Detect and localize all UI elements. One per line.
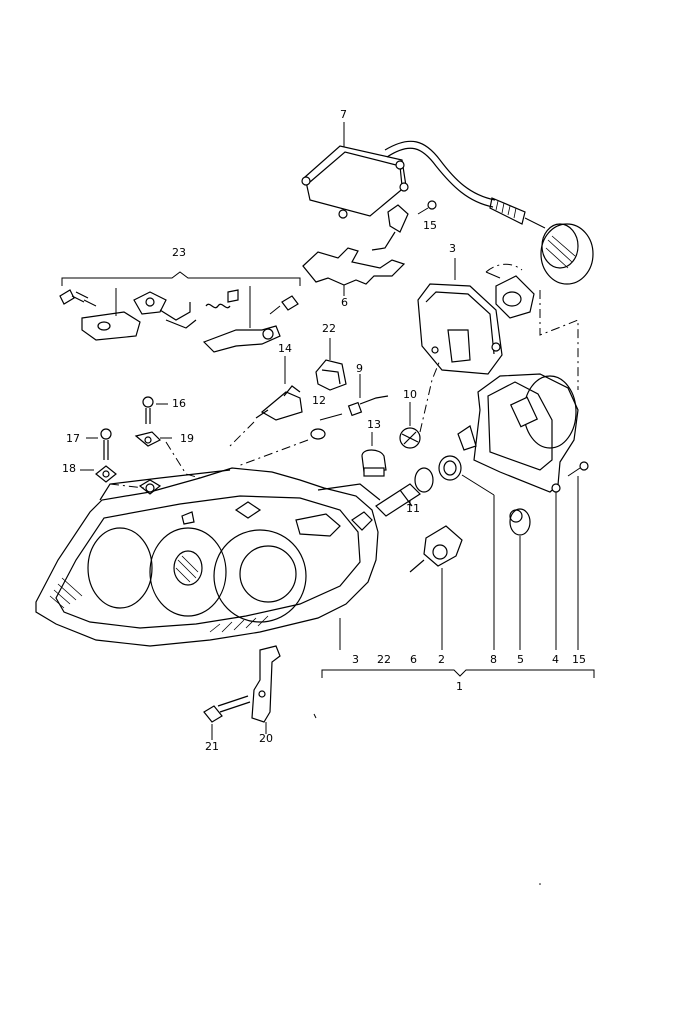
bulb-part-2	[409, 525, 463, 650]
label-group-6: 6	[410, 653, 417, 666]
bracket-part-20	[251, 645, 281, 734]
label-21: 21	[205, 740, 219, 753]
actuator-assembly	[485, 263, 579, 390]
headlamp-body	[35, 467, 381, 650]
tick-mark	[313, 713, 317, 719]
cap-part-5	[509, 508, 531, 650]
label-7: 7	[340, 108, 347, 121]
bracket-part-6-top	[302, 247, 406, 296]
label-23: 23	[172, 246, 186, 259]
label-14: 14	[278, 342, 292, 355]
bulb-part-12	[237, 428, 326, 467]
bulb-holder-part-22	[315, 338, 347, 391]
adjustment-kit-part-23	[59, 271, 301, 353]
bulb-part-11	[375, 467, 434, 517]
label-17: 17	[66, 432, 80, 445]
nut-part-18	[80, 465, 117, 483]
rear-housing-part-4	[473, 373, 579, 650]
label-15-top: 15	[423, 219, 437, 232]
label-19: 19	[180, 432, 194, 445]
control-unit-part-7	[301, 122, 594, 285]
screw-part-15-right	[567, 461, 589, 650]
label-group-4: 4	[552, 653, 559, 666]
socket-part-10	[399, 359, 441, 449]
dashline-fasteners	[165, 441, 201, 479]
label-16: 16	[172, 397, 186, 410]
label-group-3: 3	[352, 653, 359, 666]
label-group-2: 2	[438, 653, 445, 666]
label-22-top: 22	[322, 322, 336, 335]
label-10: 10	[403, 388, 417, 401]
label-3-top: 3	[449, 242, 456, 255]
label-group-15: 15	[572, 653, 586, 666]
label-9: 9	[356, 362, 363, 375]
ring-part-8	[438, 425, 495, 650]
label-6-top: 6	[341, 296, 348, 309]
label-13: 13	[367, 418, 381, 431]
screw-part-16	[142, 396, 168, 424]
screw-part-21	[203, 695, 251, 740]
bulb-part-9	[319, 374, 389, 421]
dashline-nut	[109, 483, 145, 489]
label-20: 20	[259, 732, 273, 745]
housing-cover-part-3	[417, 258, 503, 375]
label-12: 12	[312, 394, 326, 407]
label-group-22: 22	[377, 653, 391, 666]
bracket-part-1	[321, 669, 595, 678]
screw-part-15-top	[371, 200, 437, 251]
label-18: 18	[62, 462, 76, 475]
clip-part-19	[134, 431, 172, 447]
label-group-5: 5	[517, 653, 524, 666]
label-11: 11	[406, 502, 420, 515]
screw-part-17	[86, 428, 112, 460]
bulb-part-13	[361, 432, 387, 477]
label-1: 1	[456, 680, 463, 693]
bulb-part-14	[229, 356, 303, 447]
label-group-8: 8	[490, 653, 497, 666]
stray-dot	[539, 883, 541, 885]
